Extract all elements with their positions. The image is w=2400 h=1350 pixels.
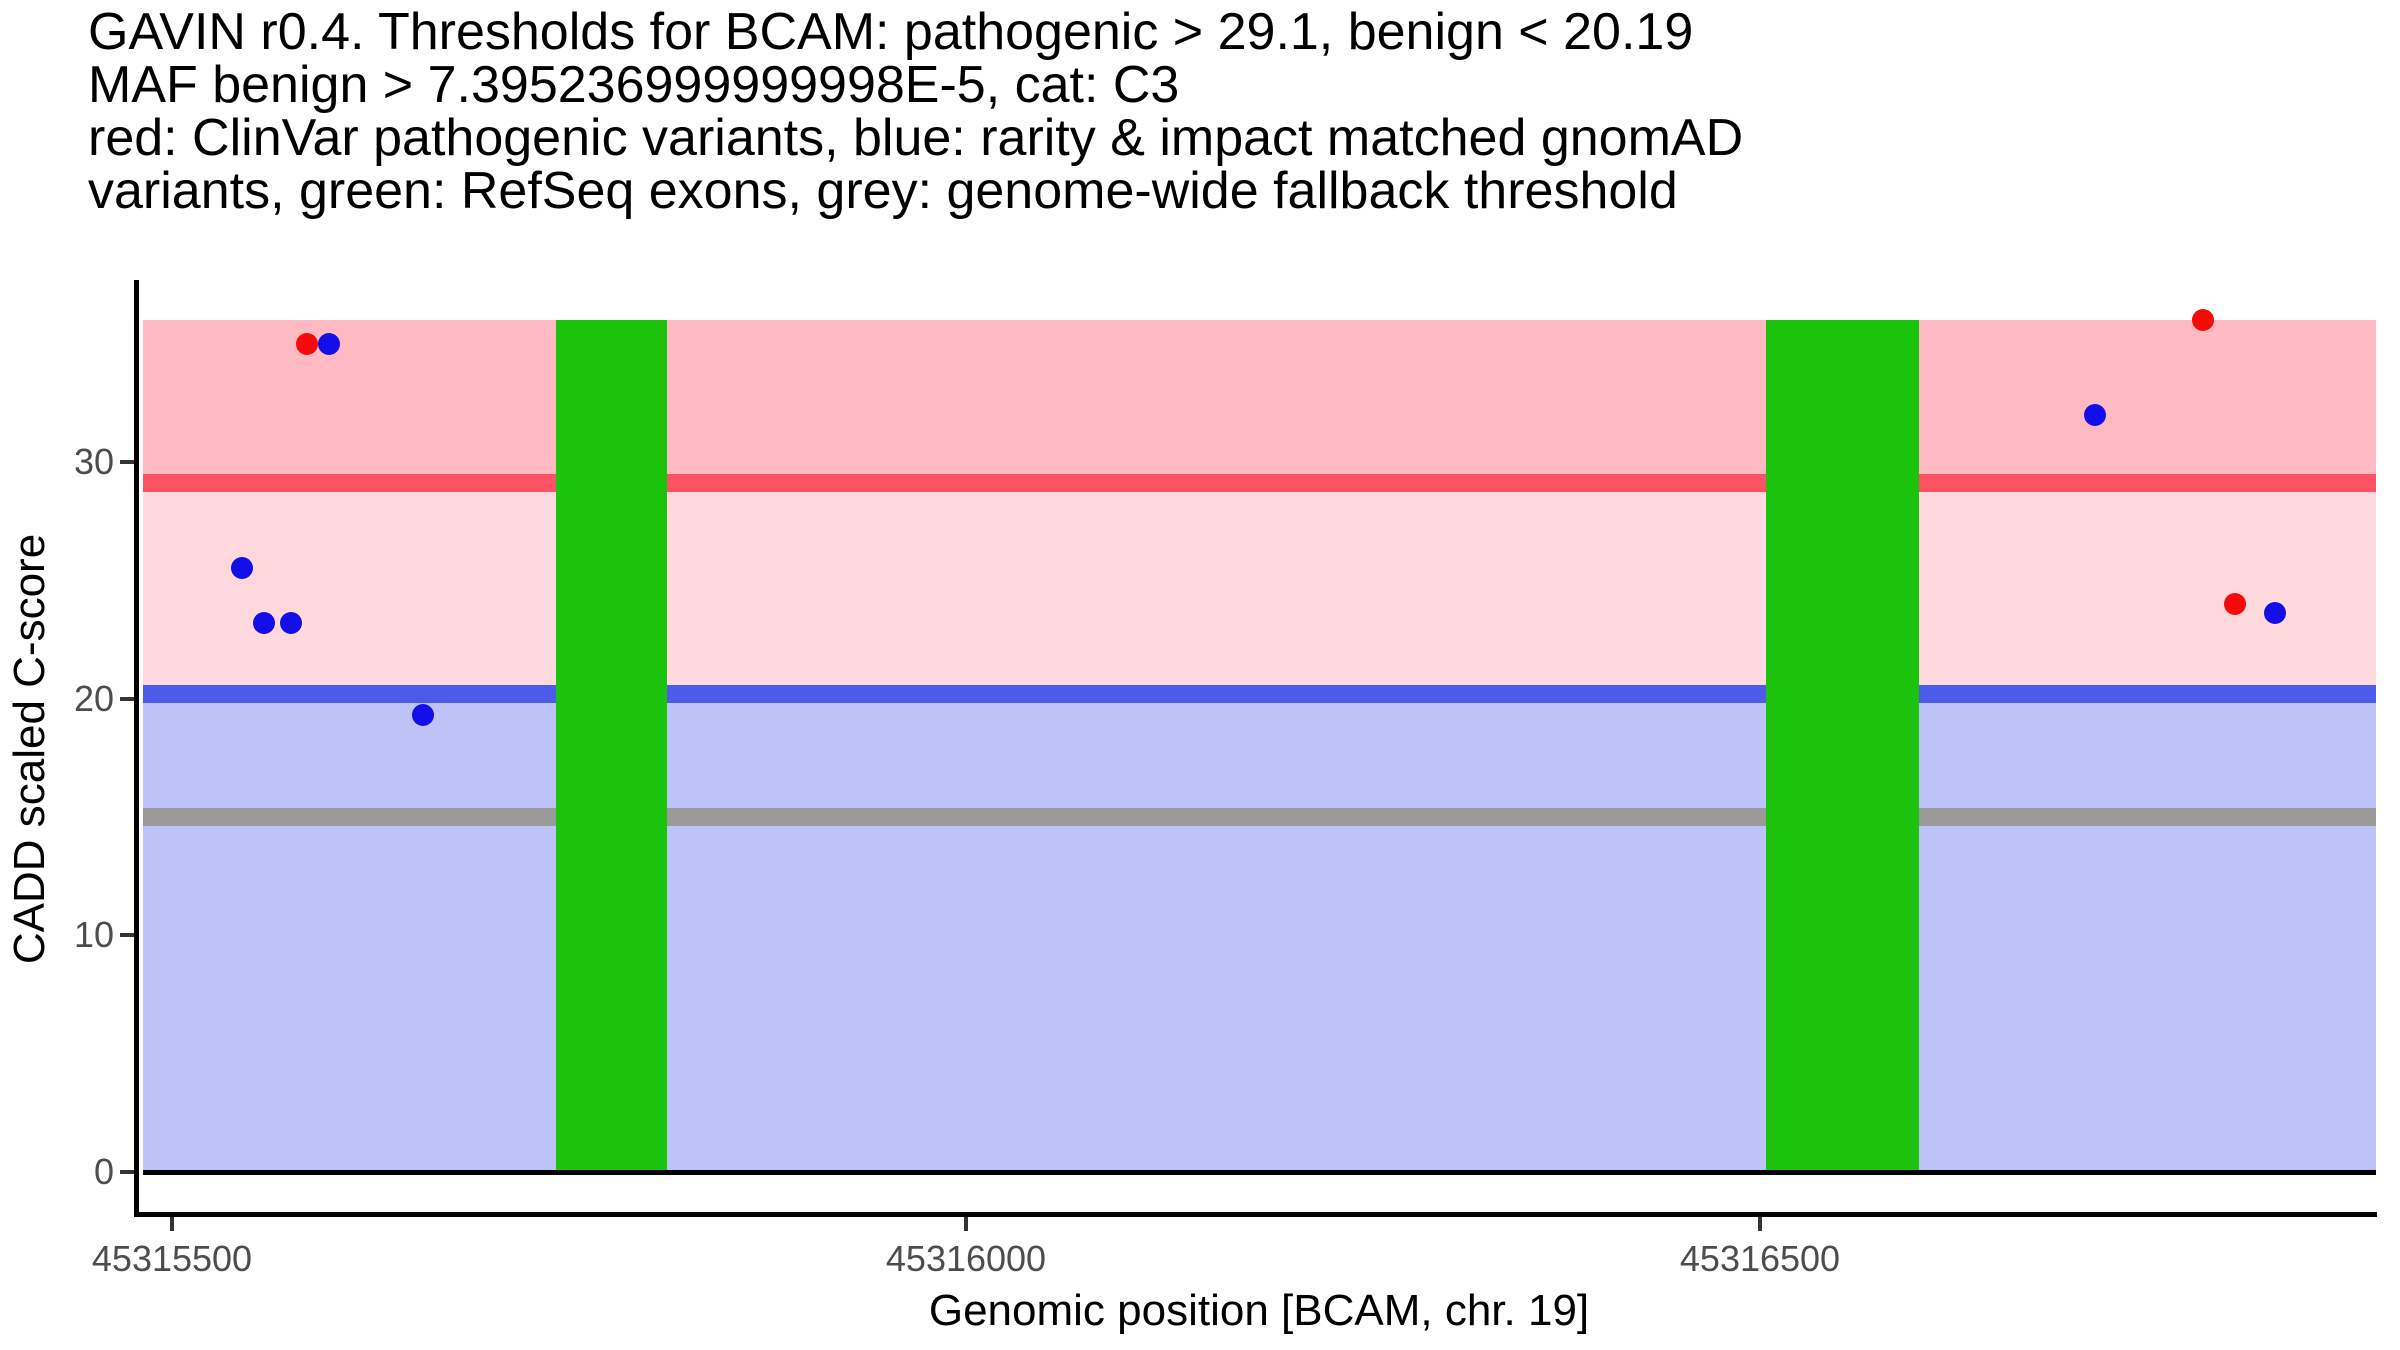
exon-bar: [556, 319, 668, 1172]
x-tick-label: 45316000: [885, 1238, 1047, 1279]
threshold-line-genome-wide-fallback: [143, 807, 2377, 826]
variant-dot-gnomad: [230, 557, 253, 580]
y-tick-label: 20: [73, 677, 114, 719]
variant-dot-clinvar: [2192, 308, 2215, 331]
pathogenic-zone-rect: [143, 319, 2377, 484]
x-tick-label: 45315500: [91, 1238, 253, 1279]
y-tick: [120, 459, 134, 464]
x-axis-line: [134, 1212, 2377, 1217]
variant-dot-gnomad: [280, 611, 303, 634]
threshold-line-pathogenic: [143, 474, 2377, 493]
y-tick-label: 30: [73, 440, 114, 482]
y-tick-label: 0: [93, 1151, 114, 1192]
benign-zone-rect: [143, 694, 2377, 1172]
variant-dot-gnomad: [411, 704, 434, 727]
y-tick: [120, 1170, 134, 1174]
x-axis-title: Genomic position [BCAM, chr. 19]: [928, 1286, 1590, 1335]
plot-title-line-3: red: ClinVar pathogenic variants, blue: …: [88, 109, 1744, 167]
y-axis-line: [134, 280, 139, 1217]
zero-baseline: [143, 1170, 2377, 1175]
y-axis-title: CADD scaled C-score: [5, 533, 54, 965]
variant-dot-clinvar: [295, 332, 318, 355]
plot-title: GAVIN r0.4. Thresholds for BCAM: pathoge…: [88, 6, 1743, 218]
variant-dot-gnomad: [253, 611, 276, 634]
x-tick: [964, 1217, 968, 1231]
plot-title-line-1: GAVIN r0.4. Thresholds for BCAM: pathoge…: [88, 3, 1694, 61]
variant-dot-clinvar: [2223, 592, 2246, 615]
variant-dot-gnomad: [2263, 602, 2286, 625]
variant-dot-gnomad: [2084, 403, 2107, 426]
variant-dot-gnomad: [318, 332, 341, 355]
x-tick-label: 45316500: [1679, 1238, 1841, 1279]
y-tick: [120, 933, 134, 938]
plot-title-line-4: variants, green: RefSeq exons, grey: gen…: [88, 162, 1678, 220]
threshold-line-benign: [143, 685, 2377, 704]
uncertain-zone-rect: [143, 483, 2377, 695]
y-tick: [120, 696, 134, 701]
x-tick: [170, 1217, 174, 1231]
y-tick-label: 10: [73, 914, 114, 956]
plot-title-line-2: MAF benign > 7.395236999999998E-5, cat: …: [88, 56, 1180, 114]
x-tick: [1758, 1217, 1762, 1231]
exon-bar: [1766, 319, 1919, 1172]
